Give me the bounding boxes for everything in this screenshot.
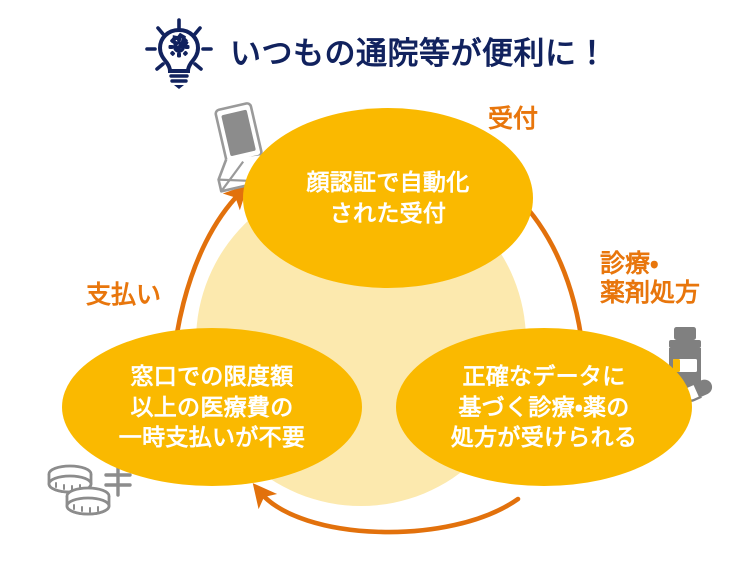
stage-label-reception: 受付: [488, 105, 539, 133]
page-title-text: いつもの通院等が便利に！: [230, 35, 608, 71]
stage-label-treatment-line2: 薬剤処方: [600, 279, 701, 307]
stage-body-reception: 顔認証で自動化 された受付: [306, 169, 470, 226]
stage-bubble-reception[interactable]: 顔認証で自動化 された受付: [243, 108, 533, 288]
stage-label-payment: 支払い: [86, 281, 162, 309]
lightbulb-gear-icon: [145, 18, 213, 89]
stage-label-treatment: 診療・ 薬剤処方: [600, 250, 700, 308]
stage-body-treatment: 正確なデータに 基づく診療・薬の 処方が受けられる: [450, 362, 638, 451]
stage-bubble-treatment[interactable]: 正確なデータに 基づく診療・薬の 処方が受けられる: [396, 328, 692, 486]
yen-coins-icon: [47, 445, 132, 516]
stage-body-payment: 窓口での限度額 以上の医療費の 一時支払いが不要: [118, 362, 306, 451]
page-title: いつもの通院等が便利に！: [0, 12, 750, 94]
stage-bubble-payment[interactable]: 窓口での限度額 以上の医療費の 一時支払いが不要: [62, 328, 362, 486]
stage-label-treatment-line1: 診療・: [600, 250, 659, 278]
